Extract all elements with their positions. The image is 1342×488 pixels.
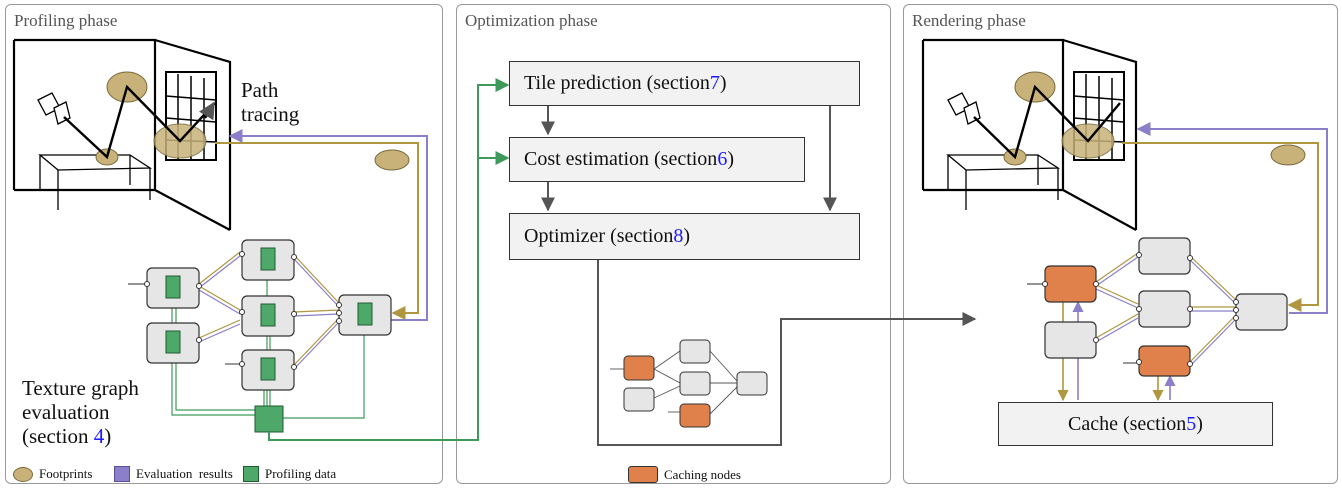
legend-caching-label: Caching nodes <box>664 466 741 482</box>
evaluation-swatch-icon <box>114 466 130 482</box>
section-5-link[interactable]: 5 <box>1186 412 1197 435</box>
cost-estimation-suffix: ) <box>727 148 734 170</box>
light-path-rendering <box>973 84 1121 160</box>
optimizer-prefix: Optimizer (section <box>524 225 674 247</box>
light-path-profiling <box>63 84 216 160</box>
cache-prefix: Cache (section <box>1068 412 1187 435</box>
texture-graph-line1: Texture graph <box>22 376 139 400</box>
section-8-link[interactable]: 8 <box>673 225 684 247</box>
footprint-link-profiling <box>215 142 419 320</box>
legend-caching-nodes: Caching nodes <box>628 466 741 483</box>
caching-graph-preview <box>610 339 768 428</box>
graph-nodes-rendering <box>1044 237 1288 377</box>
cache-suffix: ) <box>1196 412 1203 435</box>
texture-graph-line3: (section 4) <box>22 424 139 448</box>
path-tracing-line1: Path <box>241 78 279 102</box>
cache-box: Cache (section 5) <box>998 402 1273 446</box>
rendering-panel: Rendering phase <box>903 4 1338 484</box>
node-ports-profiling <box>144 251 342 370</box>
tile-prediction-suffix: ) <box>719 72 727 94</box>
path-tracing-line2: tracing <box>241 102 300 126</box>
profiling-data-to-tile-arrow <box>477 78 510 158</box>
optimizer-box: Optimizer (section 8) <box>509 213 860 260</box>
section-6-link[interactable]: 6 <box>717 148 728 170</box>
section-7-link[interactable]: 7 <box>709 72 720 94</box>
legend-footprints: Footprints <box>13 466 92 482</box>
tile-prediction-box: Tile prediction (section 7) <box>509 61 860 106</box>
room-scene-profiling <box>12 38 232 231</box>
optimization-flow-arrows <box>541 106 977 446</box>
footprint-swatch-icon <box>13 466 33 482</box>
section-4-link[interactable]: 4 <box>93 424 105 448</box>
evaluation-link-rendering <box>1136 122 1328 314</box>
cost-estimation-box: Cost estimation (section 6) <box>509 137 805 182</box>
footprint-link-rendering <box>1122 142 1319 312</box>
room-scene-rendering <box>921 38 1138 231</box>
graph-edges-rendering <box>1027 252 1237 367</box>
texture-graph-label: Texture graph evaluation (section 4) <box>22 376 139 448</box>
optimization-panel-title: Optimization phase <box>465 11 598 30</box>
texture-graph-prefix: (section <box>22 424 94 448</box>
caching-swatch-icon <box>628 466 658 483</box>
legend-profiling-data: Profiling data <box>243 466 336 482</box>
path-tracing-label: Path tracing <box>241 78 299 126</box>
profiling-panel: Profiling phase <box>5 4 443 484</box>
evaluation-link-profiling <box>228 129 428 321</box>
cost-estimation-prefix: Cost estimation (section <box>524 148 718 170</box>
profiling-panel-title: Profiling phase <box>14 11 118 30</box>
graph-edges-profiling <box>128 251 340 370</box>
profiling-data-wires <box>171 270 365 419</box>
legend-evaluation-results: Evaluation results <box>114 466 233 482</box>
profiling-data-to-optimizer-arrow <box>268 151 510 441</box>
profiling-data-markers <box>165 247 373 433</box>
optimizer-suffix: ) <box>683 225 691 247</box>
optimization-panel: Optimization phase <box>456 4 891 484</box>
texture-graph-suffix: ) <box>104 424 112 448</box>
rendering-panel-title: Rendering phase <box>912 11 1026 30</box>
footprint-ellipses-rendering <box>1003 71 1306 166</box>
legend-footprints-label: Footprints <box>39 466 93 481</box>
legend-evaluation-label: Evaluation results <box>136 466 233 481</box>
legend-profiling-label: Profiling data <box>265 466 337 481</box>
texture-graph-line2: evaluation <box>22 400 110 424</box>
profiling-swatch-icon <box>243 466 259 482</box>
node-ports-rendering <box>1042 252 1239 367</box>
tile-prediction-prefix: Tile prediction (section <box>524 72 710 94</box>
